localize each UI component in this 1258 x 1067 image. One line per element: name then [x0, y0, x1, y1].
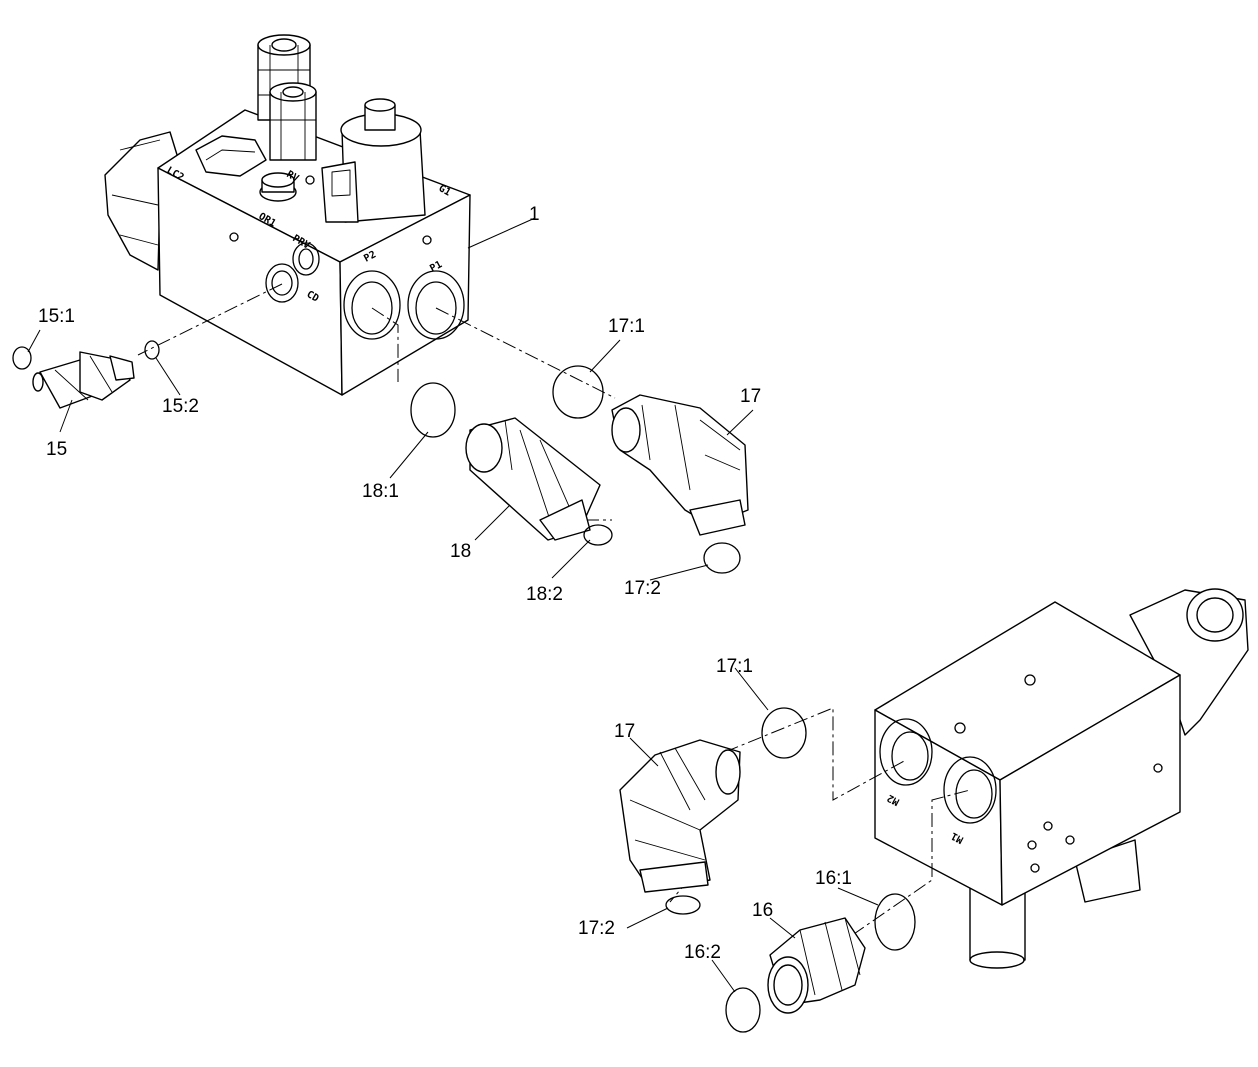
port-label-m1: M1: [950, 830, 966, 845]
callout-17-2-top: 17:2: [624, 578, 661, 599]
seal-17-1-bottom: [761, 707, 807, 759]
callout-17-1-top: 17:1: [608, 316, 645, 337]
callout-17-1-bottom: 17:1: [716, 656, 753, 677]
leader-lines: [27, 217, 879, 993]
seal-17-2-top: [703, 542, 741, 574]
callout-16-2: 16:2: [684, 942, 721, 963]
fitting-18: [465, 417, 601, 541]
port-label-rv: RV: [285, 169, 301, 185]
callout-18: 18: [450, 541, 471, 562]
seal-16-2: [725, 987, 761, 1033]
callout-18-2: 18:2: [526, 584, 563, 605]
callout-18-1: 18:1: [362, 481, 399, 502]
manifold-block-bottom: M2 M1: [874, 588, 1249, 969]
manifold-block-top: LC2 RV G1 OR1 PRV CD P2 P1: [104, 34, 471, 396]
centerline-16: [769, 789, 971, 993]
callout-17-top: 17: [740, 386, 761, 407]
callout-17-2-bottom: 17:2: [578, 918, 615, 939]
seal-16-1: [874, 893, 916, 951]
callout-15-1: 15:1: [38, 306, 75, 327]
callout-15: 15: [46, 439, 67, 460]
callout-16: 16: [752, 900, 773, 921]
fitting-15: [32, 351, 135, 409]
centerline-17-top: [435, 307, 616, 399]
callout-15-2: 15:2: [162, 396, 199, 417]
port-label-p2: P2: [362, 249, 378, 264]
plug-or1: [259, 172, 297, 202]
seal-15-2: [144, 340, 160, 360]
callout-16-1: 16:1: [815, 868, 852, 889]
callout-17-bottom: 17: [614, 721, 635, 742]
port-label-p1: P1: [428, 259, 444, 274]
fitting-17-bottom: [619, 739, 741, 893]
plug-hex: [195, 135, 267, 177]
fitting-17-top: [611, 394, 749, 536]
cartridge-valve-rv: [269, 82, 317, 161]
seal-18-2: [583, 524, 613, 546]
port-label-cd: CD: [305, 289, 321, 305]
seal-17-1-top: [552, 365, 604, 419]
seal-17-2-bottom: [665, 895, 701, 915]
port-label-m2: M2: [886, 792, 902, 807]
seal-15-1: [12, 346, 32, 370]
callout-1: 1: [529, 204, 540, 225]
centerline-17-bottom: [724, 707, 907, 801]
port-label-g1: G1: [437, 183, 453, 199]
seal-18-1: [410, 382, 456, 438]
centerline-15: [137, 283, 283, 356]
solenoid-valve: [321, 98, 426, 223]
centerline-18: [371, 307, 399, 382]
fitting-16: [767, 917, 866, 1014]
